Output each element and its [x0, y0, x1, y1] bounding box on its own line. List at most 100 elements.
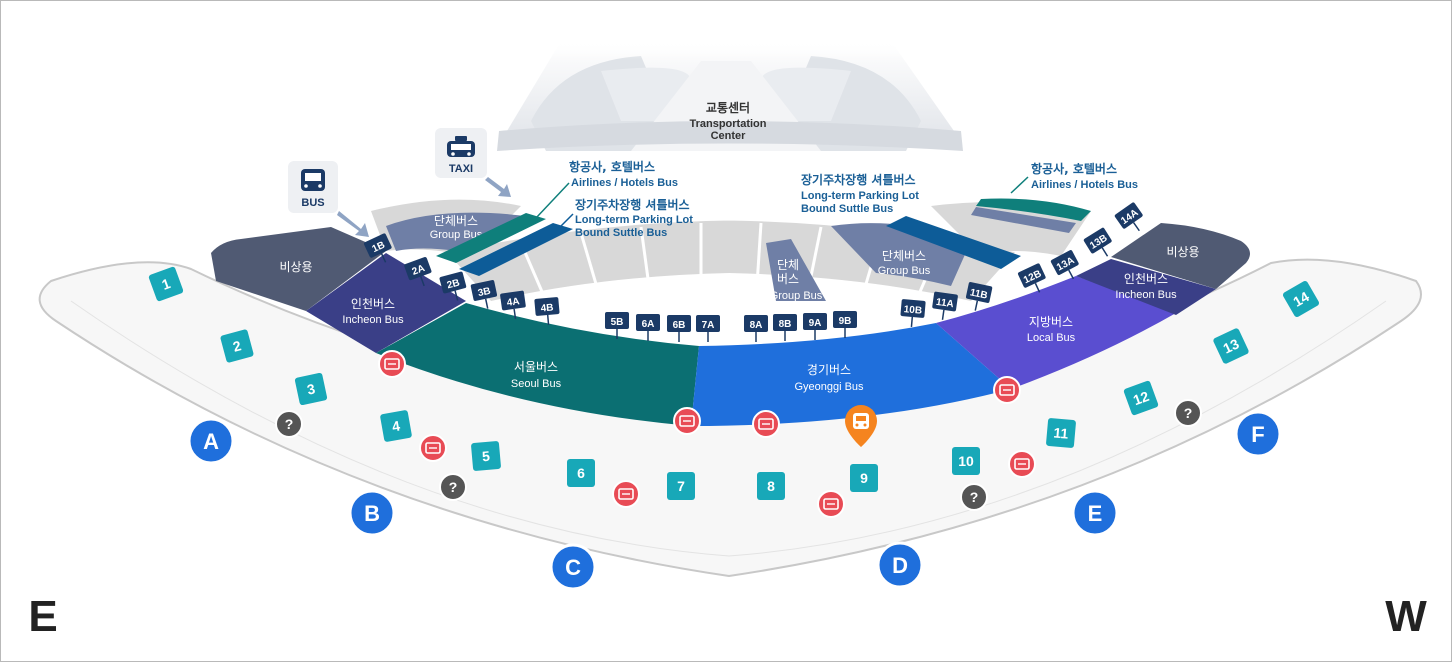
emergency-left-label: 비상용	[279, 260, 312, 274]
bus-stop-label: 6B	[673, 320, 686, 331]
info-question-icon: ?	[960, 483, 988, 511]
gate-6: 6	[567, 459, 595, 487]
local-ko: 지방버스	[1029, 315, 1073, 329]
emergency-right-label: 비상용	[1166, 245, 1199, 259]
bus-stop-9a: 9A	[803, 313, 827, 340]
bus-stop-11a: 11A	[932, 291, 958, 320]
bus-stop-10b: 10B	[900, 299, 926, 327]
airlines-left-en: Airlines / Hotels Bus	[571, 177, 678, 189]
exit-label: E	[1088, 501, 1103, 526]
gate-label: 10	[958, 453, 974, 469]
ticket-machine-icon	[1008, 450, 1036, 478]
bus-stop-label: 2A	[411, 263, 427, 278]
current-location-pin	[845, 405, 877, 447]
gate-label: 8	[767, 478, 775, 494]
incheon-left-en: Incheon Bus	[342, 314, 404, 326]
parking-left-en2: Bound Suttle Bus	[575, 227, 667, 239]
exit-b[interactable]: B	[348, 489, 396, 537]
airlines-right-en: Airlines / Hotels Bus	[1031, 179, 1138, 191]
bus-stop-label: 10B	[903, 304, 922, 317]
bus-stop-label: 7A	[702, 320, 715, 331]
bus-entrance-marker: BUS	[288, 161, 369, 237]
bus-stop-label: 6A	[642, 319, 655, 330]
exit-a[interactable]: A	[187, 417, 235, 465]
bus-stop-label: 9B	[839, 316, 852, 327]
bus-stop-label: 1B	[371, 240, 387, 255]
callout-airlines-left: 항공사, 호텔버스 Airlines / Hotels Bus	[535, 159, 678, 219]
bus-stop-label: 4B	[540, 302, 554, 314]
callout-parking-right: 장기주차장행 셔틀버스 Long-term Parking Lot Bound …	[801, 172, 919, 215]
bus-pin-icon	[853, 413, 869, 429]
exit-label: C	[565, 555, 581, 580]
zone-local	[936, 276, 1176, 389]
transportation-center: 교통센터 Transportation Center	[497, 39, 963, 151]
zone-seoul	[376, 303, 699, 426]
parking-right-en1: Long-term Parking Lot	[801, 190, 919, 202]
exit-label: A	[203, 429, 219, 454]
airlines-left-ko: 항공사, 호텔버스	[569, 159, 655, 174]
gate-label: 3	[306, 380, 317, 397]
bus-stop-2a: 2A	[404, 257, 432, 287]
exit-label: B	[364, 501, 380, 526]
bus-stop-label: 4A	[506, 296, 520, 309]
bus-stop-8a: 8A	[744, 315, 768, 342]
incheon-left-ko: 인천버스	[351, 296, 395, 311]
gate-9: 9	[850, 464, 878, 492]
gate-label: 13	[1221, 335, 1242, 356]
svg-text:?: ?	[1184, 405, 1193, 421]
group-mid-ko2: 버스	[777, 272, 799, 286]
zone-incheon-left	[306, 253, 466, 353]
bus-stop-9b: 9B	[833, 311, 857, 338]
gate-label: 11	[1053, 424, 1069, 441]
exit-label: F	[1251, 422, 1264, 447]
exit-e[interactable]: E	[1071, 489, 1119, 537]
airlines-stripe-right	[976, 198, 1091, 221]
ticket-machine-icon	[817, 490, 845, 518]
info-question-icon: ?	[439, 473, 467, 501]
seoul-ko: 서울버스	[514, 360, 558, 374]
gate-label: 6	[577, 465, 585, 481]
svg-text:?: ?	[970, 489, 979, 505]
transport-center-ko: 교통센터	[706, 100, 750, 115]
callout-parking-left: 장기주차장행 셔틀버스 Long-term Parking Lot Bound …	[560, 197, 693, 239]
taxi-icon-label: TAXI	[449, 163, 473, 175]
svg-text:?: ?	[449, 479, 458, 495]
ticket-machine-icon	[419, 434, 447, 462]
callout-airlines-right: 항공사, 호텔버스 Airlines / Hotels Bus	[1010, 161, 1138, 194]
bus-stop-label: 5B	[611, 317, 624, 328]
bus-stop-7a: 7A	[696, 315, 720, 342]
gate-label: 2	[231, 337, 243, 355]
bus-stop-label: 11B	[969, 287, 989, 301]
local-en: Local Bus	[1027, 332, 1076, 344]
gate-2: 2	[220, 329, 254, 363]
bus-stop-2b: 2B	[439, 271, 467, 301]
parking-right-ko: 장기주차장행 셔틀버스	[801, 172, 916, 187]
ticket-machine-icon	[612, 480, 640, 508]
gate-14: 14	[1282, 280, 1320, 318]
gate-8: 8	[757, 472, 785, 500]
gate-label: 14	[1290, 288, 1312, 310]
parking-right-en2: Bound Suttle Bus	[801, 203, 893, 215]
zone-group-mid	[766, 239, 826, 301]
gyeonggi-ko: 경기버스	[807, 363, 851, 377]
gate-10: 10	[952, 447, 980, 475]
bus-stop-6a: 6A	[636, 314, 660, 341]
gate-12: 12	[1123, 380, 1159, 416]
direction-west: W	[1385, 592, 1427, 641]
bus-stop-4a: 4A	[500, 290, 526, 319]
gyeonggi-en: Gyeonggi Bus	[794, 381, 864, 393]
exit-f[interactable]: F	[1234, 410, 1282, 458]
ticket-machines	[378, 350, 1036, 518]
zone-emergency-right	[1111, 223, 1250, 289]
parking-left-ko: 장기주차장행 셔틀버스	[575, 197, 690, 212]
gate-label: 4	[391, 417, 402, 434]
airlines-stripe-left	[436, 213, 546, 263]
gate-label: 12	[1131, 388, 1151, 408]
bus-stop-label: 11A	[935, 297, 954, 310]
taxi-icon	[447, 136, 475, 157]
bus-stop-14a: 14A	[1114, 202, 1143, 232]
exit-d[interactable]: D	[876, 541, 924, 589]
exit-c[interactable]: C	[549, 543, 597, 591]
